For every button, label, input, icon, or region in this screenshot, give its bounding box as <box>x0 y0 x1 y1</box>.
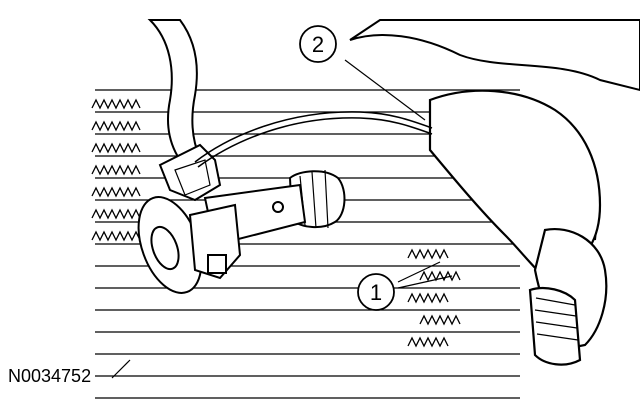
figure-id-leader <box>111 359 131 379</box>
fin-corrugation <box>91 230 141 242</box>
callout-1: 1 <box>357 273 395 311</box>
callout-2-label: 2 <box>312 32 324 57</box>
fin-corrugation <box>419 314 461 326</box>
fin-corrugation <box>91 98 141 110</box>
fin-corrugation <box>91 120 141 132</box>
fin-corrugation <box>91 142 141 154</box>
figure-id: N0034752 <box>8 366 92 386</box>
fin-corrugation <box>91 164 141 176</box>
capillary-tube <box>194 111 433 168</box>
fin-corrugation <box>407 248 449 260</box>
fin-corrugation <box>91 208 141 220</box>
fin-corrugation <box>407 336 449 348</box>
fin-corrugation <box>91 186 141 198</box>
expansion-valve <box>137 143 346 294</box>
fin-corrugation <box>419 270 461 282</box>
callout-1-label: 1 <box>370 280 382 305</box>
leader-lines <box>344 59 453 289</box>
fin-corrugation <box>407 292 449 304</box>
suction-hose <box>428 89 608 366</box>
callout-2: 2 <box>299 25 337 63</box>
